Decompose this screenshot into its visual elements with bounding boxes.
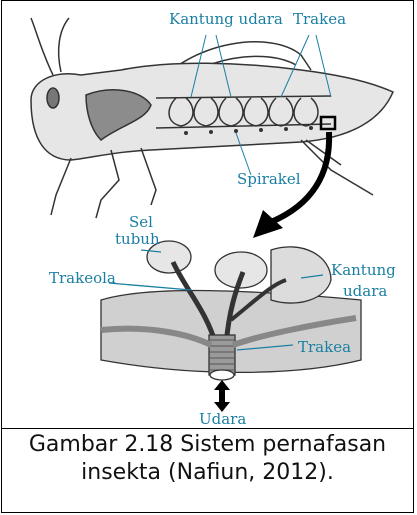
caption-divider — [1, 428, 414, 429]
trachea-trunk — [209, 335, 235, 375]
caption-line-2: insekta (Nafiun, 2012). — [1, 459, 414, 487]
mid-leg-2 — [141, 148, 156, 205]
label-trakea-top: Trakea — [293, 10, 346, 28]
label-spirakel: Spirakel — [237, 170, 301, 188]
respiratory-diagram: Kantung udara Trakea Spirakel Sel tubuh … — [1, 0, 414, 428]
antenna-2 — [59, 18, 69, 72]
spiracle-opening — [210, 370, 234, 380]
tracheal-detail — [101, 241, 361, 412]
label-sel: Sel — [129, 213, 153, 231]
pointer-trakeola — [109, 283, 191, 290]
caption-line-1: Gambar 2.18 Sistem pernafasan — [1, 431, 414, 459]
label-trakeola: Trakeola — [49, 269, 116, 287]
label-udara-right: udara — [343, 282, 387, 300]
airflow-arrow — [214, 380, 230, 412]
front-leg — [51, 158, 71, 215]
hind-leg-lower — [301, 140, 373, 195]
grasshopper-eye — [47, 88, 59, 108]
label-kantung-udara: Kantung udara — [169, 10, 283, 28]
antenna-1 — [31, 18, 53, 75]
label-trakea-bottom: Trakea — [298, 338, 351, 356]
grasshopper-body — [31, 63, 393, 160]
label-kantung: Kantung — [331, 261, 396, 279]
figure-caption: Gambar 2.18 Sistem pernafasan insekta (N… — [1, 431, 414, 513]
label-tubuh: tubuh — [115, 230, 160, 248]
mid-leg — [96, 150, 119, 218]
grasshopper-illustration — [31, 18, 393, 218]
label-udara-bottom: Udara — [199, 410, 246, 428]
